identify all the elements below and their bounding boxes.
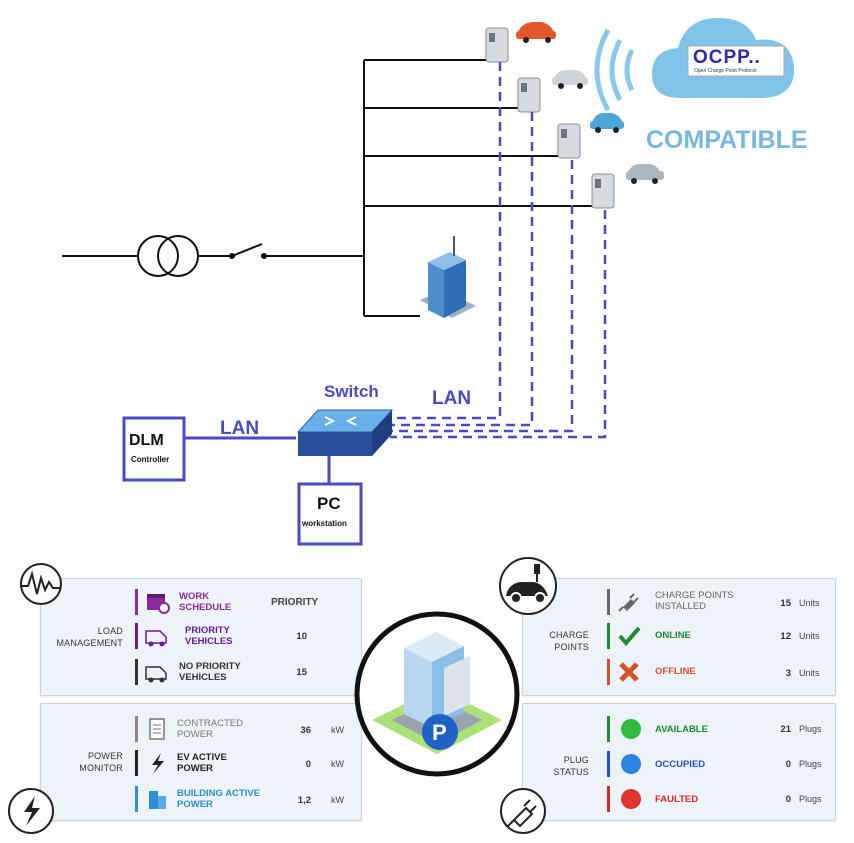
green-dot-icon (621, 719, 641, 739)
charge-points-panel: CHARGE POINTS CHARGE POINTS INSTALLED 15… (522, 578, 836, 696)
row-label: EV ACTIVE POWER (177, 752, 227, 774)
van-icon (145, 666, 167, 683)
list-item: NO PRIORITY VEHICLES 15 (135, 657, 355, 687)
power-monitor-panel: POWER MONITOR CONTRACTED POWER 36 kW EV … (40, 703, 362, 821)
row-value: 15 (780, 598, 791, 609)
plug-icon (618, 593, 639, 612)
row-unit: kW (331, 795, 344, 805)
car-icon (516, 22, 556, 43)
row-label: CONTRACTED POWER (177, 718, 243, 740)
list-item: FAULTED 0 Plugs (607, 784, 831, 814)
row-unit: kW (331, 759, 344, 769)
dlm-sub-label: Controller (131, 455, 170, 464)
row-value: 3 (785, 668, 791, 679)
panel-title: PLUG STATUS (553, 755, 589, 777)
list-item: ONLINE 12 Units (607, 621, 831, 651)
charger-icon (557, 123, 581, 159)
panel-title: POWER MONITOR (79, 751, 123, 773)
blue-dot-icon (621, 754, 641, 774)
charger-icon (485, 27, 509, 63)
network-switch-icon (296, 409, 394, 456)
calendar-icon (147, 594, 170, 614)
car-icon (626, 164, 664, 184)
row-value: 36 (300, 725, 311, 736)
ocpp-logo-text: OCPP.. (693, 47, 761, 68)
lan-dashed-lines (390, 62, 607, 439)
row-label: BUILDING ACTIVE POWER (177, 788, 261, 810)
switch-label: Switch (324, 382, 379, 401)
row-value: 0 (785, 794, 791, 805)
check-icon (618, 626, 641, 647)
pc-workstation-box (297, 482, 363, 546)
svg-text:P: P (432, 720, 447, 745)
panel-title: CHARGE POINTS (549, 630, 589, 652)
row-value: 12 (780, 631, 791, 642)
row-label: FAULTED (655, 794, 699, 805)
row-label: OCCUPIED (655, 759, 706, 770)
car-icon (590, 113, 624, 133)
priority-van-icon (145, 630, 167, 647)
list-item: BUILDING ACTIVE POWER 1,2 kW (135, 784, 359, 814)
red-dot-icon (621, 789, 641, 809)
parking-building-icon: P (354, 611, 520, 777)
row-label: WORK SCHEDULE (179, 591, 232, 613)
lan-right-label: LAN (432, 388, 472, 409)
row-unit: Plugs (799, 794, 822, 804)
document-icon (149, 718, 165, 740)
building-icon (420, 236, 476, 318)
network-diagram (62, 18, 795, 546)
list-item: PRIORITY VEHICLES 10 (135, 621, 355, 651)
wireless-signal-icon (594, 28, 635, 112)
ocpp-sub-text: Open Charge Point Protocol (694, 68, 757, 74)
row-label: PRIORITY VEHICLES (185, 625, 233, 647)
row-unit: Units (799, 631, 820, 641)
row-label: CHARGE POINTS INSTALLED (655, 590, 734, 612)
lan-left-label: LAN (220, 418, 260, 439)
row-value: 10 (296, 631, 307, 642)
load-waveform-icon (20, 563, 62, 605)
ev-car-icon (499, 557, 557, 615)
lightning-icon (152, 753, 164, 774)
row-unit: kW (331, 725, 344, 735)
car-icon (552, 70, 588, 89)
row-value: 21 (780, 724, 791, 735)
plug-circle-icon (500, 788, 546, 834)
charger-icon (517, 77, 541, 113)
row-value: 0 (785, 759, 791, 770)
charger-icon (591, 173, 615, 209)
lightning-circle-icon (8, 788, 54, 834)
cross-icon (619, 662, 639, 682)
row-value: 0 (305, 759, 311, 770)
plug-status-panel: PLUG STATUS AVAILABLE 21 Plugs OCCUPIED … (522, 703, 836, 821)
row-label: ONLINE (655, 630, 691, 641)
row-unit: Units (799, 598, 820, 608)
compatible-label: COMPATIBLE (646, 126, 808, 154)
list-item: EV ACTIVE POWER 0 kW (135, 748, 359, 778)
building-icon (149, 791, 166, 809)
row-unit: Plugs (799, 724, 822, 734)
dlm-label: DLM (129, 432, 164, 449)
panel-title: LOAD MANAGEMENT (56, 626, 123, 648)
load-management-panel: LOAD MANAGEMENT PRIORITY WORK SCHEDULE P… (40, 578, 362, 696)
row-unit: Units (799, 668, 820, 678)
row-label: NO PRIORITY VEHICLES (179, 661, 241, 683)
list-item: WORK SCHEDULE (135, 587, 355, 617)
breaker-switch-icon (229, 243, 267, 259)
list-item: OFFLINE 3 Units (607, 657, 831, 687)
pc-sub-label: workstation (302, 519, 347, 528)
dlm-controller-box (122, 416, 186, 482)
pc-label: PC (317, 494, 341, 513)
list-item: OCCUPIED 0 Plugs (607, 749, 831, 779)
list-item: AVAILABLE 21 Plugs (607, 714, 831, 744)
ocpp-cloud (652, 18, 795, 98)
list-item: CHARGE POINTS INSTALLED 15 Units (607, 587, 831, 617)
priority-header: PRIORITY (271, 597, 319, 608)
row-unit: Plugs (799, 759, 822, 769)
row-label: AVAILABLE (655, 724, 708, 735)
row-value: 15 (296, 667, 307, 678)
row-label: OFFLINE (655, 666, 696, 677)
row-value: 1,2 (297, 795, 311, 806)
list-item: CONTRACTED POWER 36 kW (135, 714, 359, 744)
transformer-icon (137, 235, 199, 277)
